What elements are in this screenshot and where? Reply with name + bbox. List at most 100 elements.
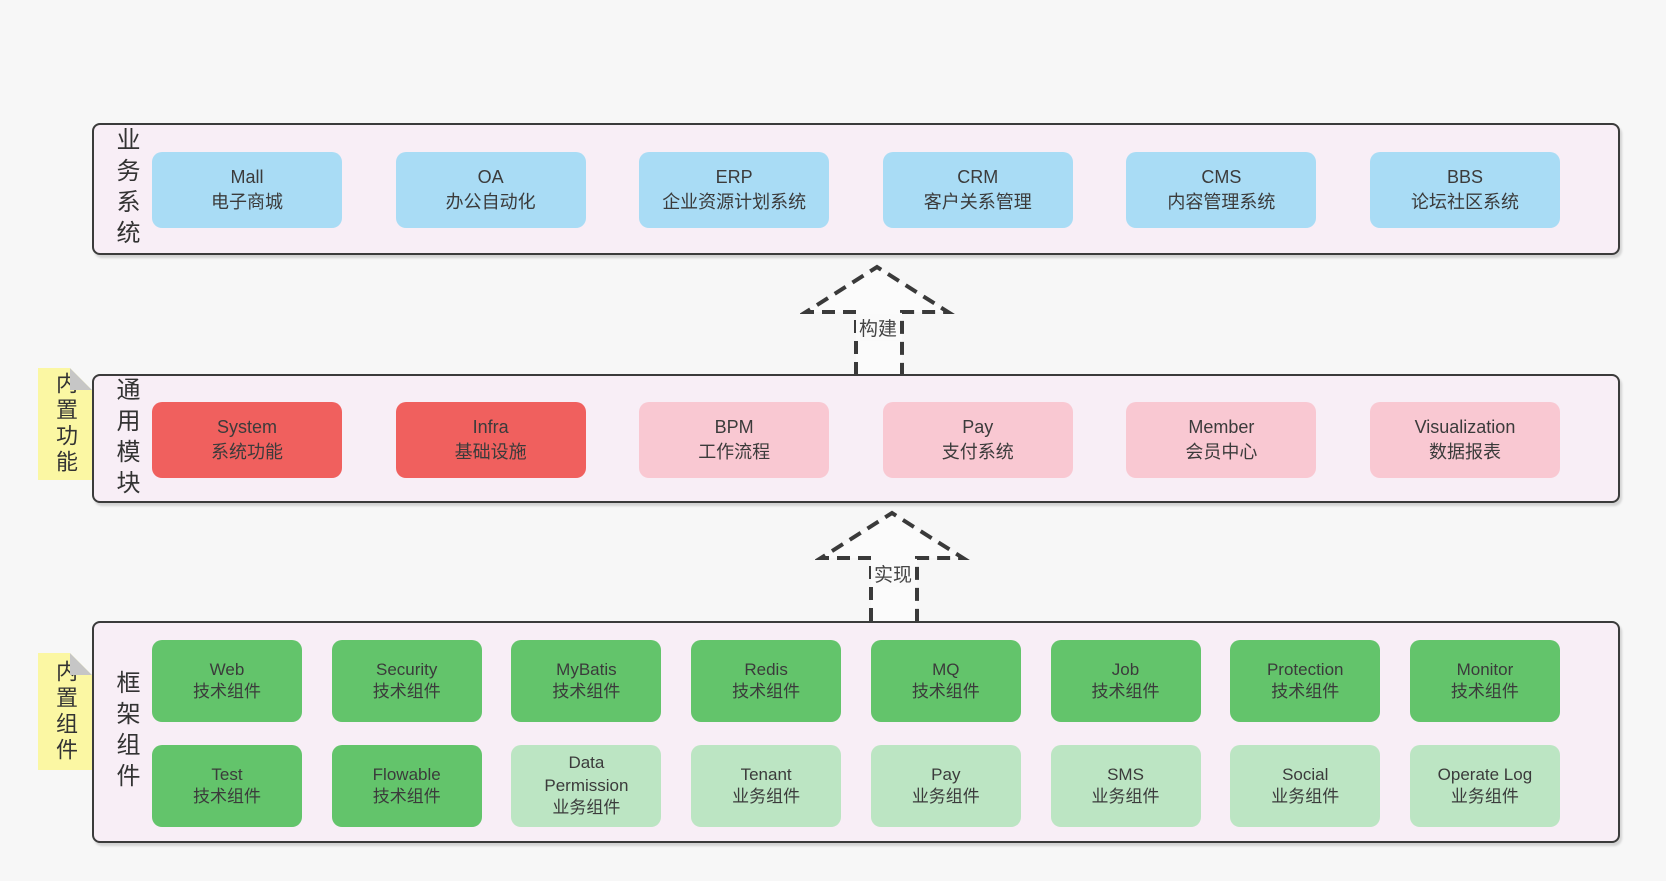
node-cms: CMS 内容管理系统	[1126, 152, 1317, 228]
node-title: ERP	[715, 166, 753, 187]
node-erp: ERP 企业资源计划系统	[639, 152, 830, 228]
node-subtitle: 支付系统	[941, 442, 1014, 462]
folded-corner-icon	[70, 653, 92, 675]
note-built-in-features: 内置功能	[38, 368, 92, 480]
node-title: Web	[209, 659, 245, 679]
node-monitor: Monitor 技术组件	[1409, 640, 1560, 722]
node-subtitle: 技术组件	[1271, 682, 1340, 701]
node-subtitle: 电子商城	[211, 192, 283, 212]
node-redis: Redis 技术组件	[691, 640, 842, 722]
node-web: Web 技术组件	[152, 640, 302, 722]
node-title: Monitor	[1456, 659, 1514, 679]
band-label-common-modules: 通用模块	[112, 376, 139, 501]
node-subtitle: 办公自动化	[445, 192, 536, 212]
node-subtitle: 技术组件	[552, 682, 621, 701]
node-subtitle: 技术组件	[372, 682, 441, 701]
note-built-in-components: 内置组件	[38, 653, 92, 770]
node-system: System 系统功能	[152, 402, 342, 478]
node-title: Tenant	[740, 764, 792, 784]
node-title: BPM	[714, 416, 754, 437]
common-modules-row: System 系统功能 Infra 基础设施 BPM 工作流程 Pay 支付系统…	[152, 402, 1560, 478]
node-title: Redis	[744, 659, 788, 679]
node-tenant: Tenant 业务组件	[691, 745, 842, 827]
node-title: System	[216, 416, 277, 437]
node-subtitle: 业务组件	[911, 787, 980, 806]
node-security: Security 技术组件	[331, 640, 482, 722]
node-title: OA	[477, 166, 504, 187]
note-text: 内置组件	[53, 659, 78, 764]
node-subtitle: 工作流程	[698, 442, 771, 462]
node-title: MQ	[932, 659, 960, 679]
node-subtitle: 会员中心	[1185, 442, 1258, 462]
band-label-framework-components: 框架组件	[112, 670, 139, 794]
node-subtitle: 业务组件	[552, 798, 621, 818]
node-subtitle: 技术组件	[193, 682, 261, 701]
node-title: Job	[1111, 659, 1140, 679]
node-crm: CRM 客户关系管理	[882, 152, 1073, 228]
node-title: Security	[375, 659, 438, 679]
node-title: Mall	[230, 166, 264, 187]
node-bbs: BBS 论坛社区系统	[1369, 152, 1560, 228]
node-mq: MQ 技术组件	[870, 640, 1021, 722]
node-title: Social	[1282, 764, 1329, 784]
node-data-permission: Data Permission 业务组件	[511, 745, 662, 827]
node-title: Test	[211, 764, 243, 784]
node-test: Test 技术组件	[152, 745, 302, 827]
node-subtitle: 技术组件	[193, 787, 261, 806]
node-title: Visualization	[1414, 416, 1516, 437]
node-operate-log: Operate Log 业务组件	[1409, 745, 1560, 827]
arrow-implement-label: 实现	[870, 560, 916, 587]
framework-components-row-2: Test 技术组件 Flowable 技术组件 Data Permission …	[152, 745, 1560, 827]
node-subtitle: 技术组件	[911, 682, 980, 701]
node-pay: Pay 支付系统	[882, 402, 1073, 478]
node-title: Flowable	[372, 764, 441, 784]
node-oa: OA 办公自动化	[395, 152, 586, 228]
node-subtitle: 内容管理系统	[1167, 192, 1276, 212]
node-title: CMS	[1201, 166, 1242, 187]
node-subtitle: 业务组件	[1271, 787, 1340, 806]
arrow-implement: 实现	[815, 508, 971, 621]
node-social: Social 业务组件	[1230, 745, 1381, 827]
arrow-build: 构建	[800, 262, 956, 375]
node-title: Member	[1188, 416, 1255, 437]
node-subtitle: 业务组件	[1450, 787, 1519, 806]
node-subtitle: 技术组件	[372, 787, 441, 806]
node-subtitle: 业务组件	[1091, 787, 1160, 806]
node-subtitle: 基础设施	[454, 442, 527, 462]
node-member: Member 会员中心	[1126, 402, 1317, 478]
node-protection: Protection 技术组件	[1230, 640, 1381, 722]
node-title: Pay	[931, 764, 961, 784]
node-mybatis: MyBatis 技术组件	[511, 640, 662, 722]
node-subtitle: 客户关系管理	[923, 192, 1032, 212]
business-systems-row: Mall 电子商城 OA 办公自动化 ERP 企业资源计划系统 CRM 客户关系…	[152, 152, 1560, 228]
node-title: Data Permission	[544, 753, 629, 795]
node-title: Protection	[1266, 659, 1344, 679]
node-title: Operate Log	[1437, 764, 1533, 784]
node-subtitle: 论坛社区系统	[1410, 192, 1519, 212]
node-subtitle: 数据报表	[1428, 442, 1501, 462]
band-label-business-systems: 业务系统	[112, 127, 139, 251]
node-title: MyBatis	[556, 659, 617, 679]
band-common-modules: 通用模块 System 系统功能 Infra 基础设施 BPM 工作流程 Pay…	[92, 374, 1620, 503]
node-title: Pay	[962, 416, 994, 437]
node-title: CRM	[957, 166, 999, 187]
node-sms: SMS 业务组件	[1050, 745, 1201, 827]
node-flowable: Flowable 技术组件	[331, 745, 482, 827]
node-bpm: BPM 工作流程	[639, 402, 830, 478]
node-subtitle: 技术组件	[732, 682, 801, 701]
node-title: SMS	[1107, 764, 1144, 784]
node-subtitle: 系统功能	[211, 442, 283, 462]
node-infra: Infra 基础设施	[395, 402, 586, 478]
band-business-systems: 业务系统 Mall 电子商城 OA 办公自动化 ERP 企业资源计划系统 CRM…	[92, 123, 1620, 255]
node-mall: Mall 电子商城	[152, 152, 342, 228]
node-subtitle: 业务组件	[732, 787, 801, 806]
node-subtitle: 技术组件	[1091, 682, 1160, 701]
folded-corner-icon	[70, 368, 92, 390]
node-job: Job 技术组件	[1050, 640, 1201, 722]
node-visualization: Visualization 数据报表	[1369, 402, 1560, 478]
node-title: Infra	[472, 416, 509, 437]
framework-components-row-1: Web 技术组件 Security 技术组件 MyBatis 技术组件 Redi…	[152, 640, 1560, 722]
node-subtitle: 技术组件	[1450, 682, 1519, 701]
node-pay-business: Pay 业务组件	[870, 745, 1021, 827]
